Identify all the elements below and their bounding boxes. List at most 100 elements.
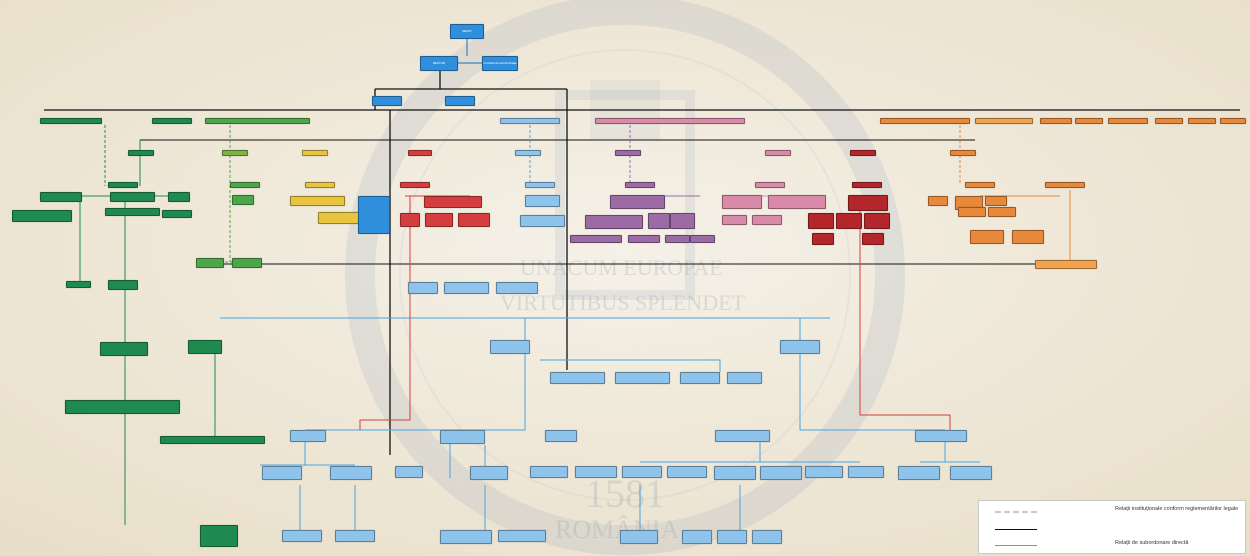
org-unit-box — [727, 372, 762, 384]
org-unit-box — [545, 430, 577, 442]
org-unit-box — [530, 466, 568, 478]
org-unit-box — [965, 182, 995, 188]
org-unit-box — [805, 466, 843, 478]
rector-node: RECTOR — [420, 56, 458, 71]
org-unit-box — [520, 215, 565, 227]
org-unit-box — [232, 258, 262, 268]
org-unit-box — [928, 196, 948, 206]
org-unit-box — [290, 196, 345, 206]
org-unit-box — [852, 182, 882, 188]
org-unit-box — [188, 340, 222, 354]
org-unit-box — [765, 150, 791, 156]
org-unit-box — [282, 530, 322, 542]
legend-row: Relații de subordonare directă — [979, 539, 1245, 551]
org-unit-box — [1108, 118, 1148, 124]
org-unit-box — [755, 182, 785, 188]
org-unit-box — [722, 215, 747, 225]
org-unit-box — [162, 210, 192, 218]
org-unit-box — [290, 430, 326, 442]
legend-row — [979, 523, 1245, 535]
org-unit-box — [975, 118, 1033, 124]
org-unit-box — [395, 466, 423, 478]
org-unit-box — [490, 340, 530, 354]
senat-node: SENAT — [450, 24, 484, 39]
org-unit-box — [585, 215, 643, 229]
org-unit-box — [230, 182, 260, 188]
org-unit-box — [110, 192, 155, 202]
org-unit-box — [1188, 118, 1216, 124]
org-unit-box — [550, 372, 605, 384]
org-unit-box — [752, 530, 782, 544]
org-unit-box — [168, 192, 190, 202]
watermark-motto-2: VIRTUTIBUS SPLENDET — [500, 290, 745, 315]
org-unit-box — [262, 466, 302, 480]
watermark-year: 1581 — [585, 471, 665, 516]
org-unit-box — [1012, 230, 1044, 244]
org-unit-box — [408, 150, 432, 156]
org-unit-box — [760, 466, 802, 480]
legend: Relații instituționale conform reglement… — [978, 500, 1246, 554]
org-unit-box — [458, 213, 490, 227]
org-unit-box — [665, 235, 690, 243]
org-unit-box — [898, 466, 940, 480]
org-unit-box — [440, 430, 485, 444]
org-unit-box — [970, 230, 1004, 244]
org-unit-box — [988, 207, 1016, 217]
org-unit-box — [722, 195, 762, 209]
org-unit-box — [330, 466, 372, 480]
org-unit-box — [682, 530, 712, 544]
org-unit-box — [525, 195, 560, 207]
org-unit-box — [200, 525, 238, 547]
legend-blue-line — [995, 545, 1037, 546]
org-unit-box — [1220, 118, 1246, 124]
watermark-motto-1: UNACUM EUROPAE — [520, 255, 723, 280]
legend-black-line — [995, 529, 1037, 530]
org-unit-box — [515, 150, 541, 156]
org-unit-box — [40, 192, 82, 202]
org-unit-box — [625, 182, 655, 188]
org-unit-box — [1040, 118, 1072, 124]
org-unit-box — [715, 430, 770, 442]
org-unit-box — [690, 235, 715, 243]
org-unit-box — [500, 118, 560, 124]
watermark-romania: ROMÂNIA — [555, 515, 680, 544]
org-unit-box — [958, 207, 986, 217]
org-unit-box — [780, 340, 820, 354]
org-unit-box — [848, 466, 884, 478]
org-unit-box — [628, 235, 660, 243]
org-unit-box — [1045, 182, 1085, 188]
org-unit-box — [667, 466, 707, 478]
org-unit-box — [615, 372, 670, 384]
org-unit-box — [850, 150, 876, 156]
org-unit-box — [848, 195, 888, 211]
org-unit-box — [864, 213, 890, 229]
legend-row: Relații instituționale conform reglement… — [979, 505, 1245, 517]
org-unit-box — [305, 182, 335, 188]
org-unit-box — [950, 150, 976, 156]
org-unit-box — [1155, 118, 1183, 124]
org-unit-box — [808, 213, 834, 229]
org-unit-box — [768, 195, 826, 209]
org-unit-box — [680, 372, 720, 384]
org-unit-box — [670, 213, 695, 229]
org-unit-box — [65, 400, 180, 414]
org-unit-box — [575, 466, 617, 478]
org-unit-box — [648, 213, 670, 229]
org-unit-box — [496, 282, 538, 294]
org-unit-box — [620, 530, 658, 544]
consiliu-administratie-node: Consiliul de Administrație — [482, 56, 518, 71]
org-unit-box — [615, 150, 641, 156]
org-unit-box — [152, 118, 192, 124]
org-unit-box — [836, 213, 862, 229]
org-unit-box — [950, 466, 992, 480]
legend-dashed-line — [995, 511, 1037, 513]
org-unit-box — [66, 281, 91, 288]
org-unit-box — [1035, 260, 1097, 269]
org-unit-box — [445, 96, 475, 106]
org-unit-box — [440, 530, 492, 544]
org-unit-box — [128, 150, 154, 156]
org-unit-box — [40, 118, 102, 124]
org-unit-box — [408, 282, 438, 294]
org-unit-box — [12, 210, 72, 222]
